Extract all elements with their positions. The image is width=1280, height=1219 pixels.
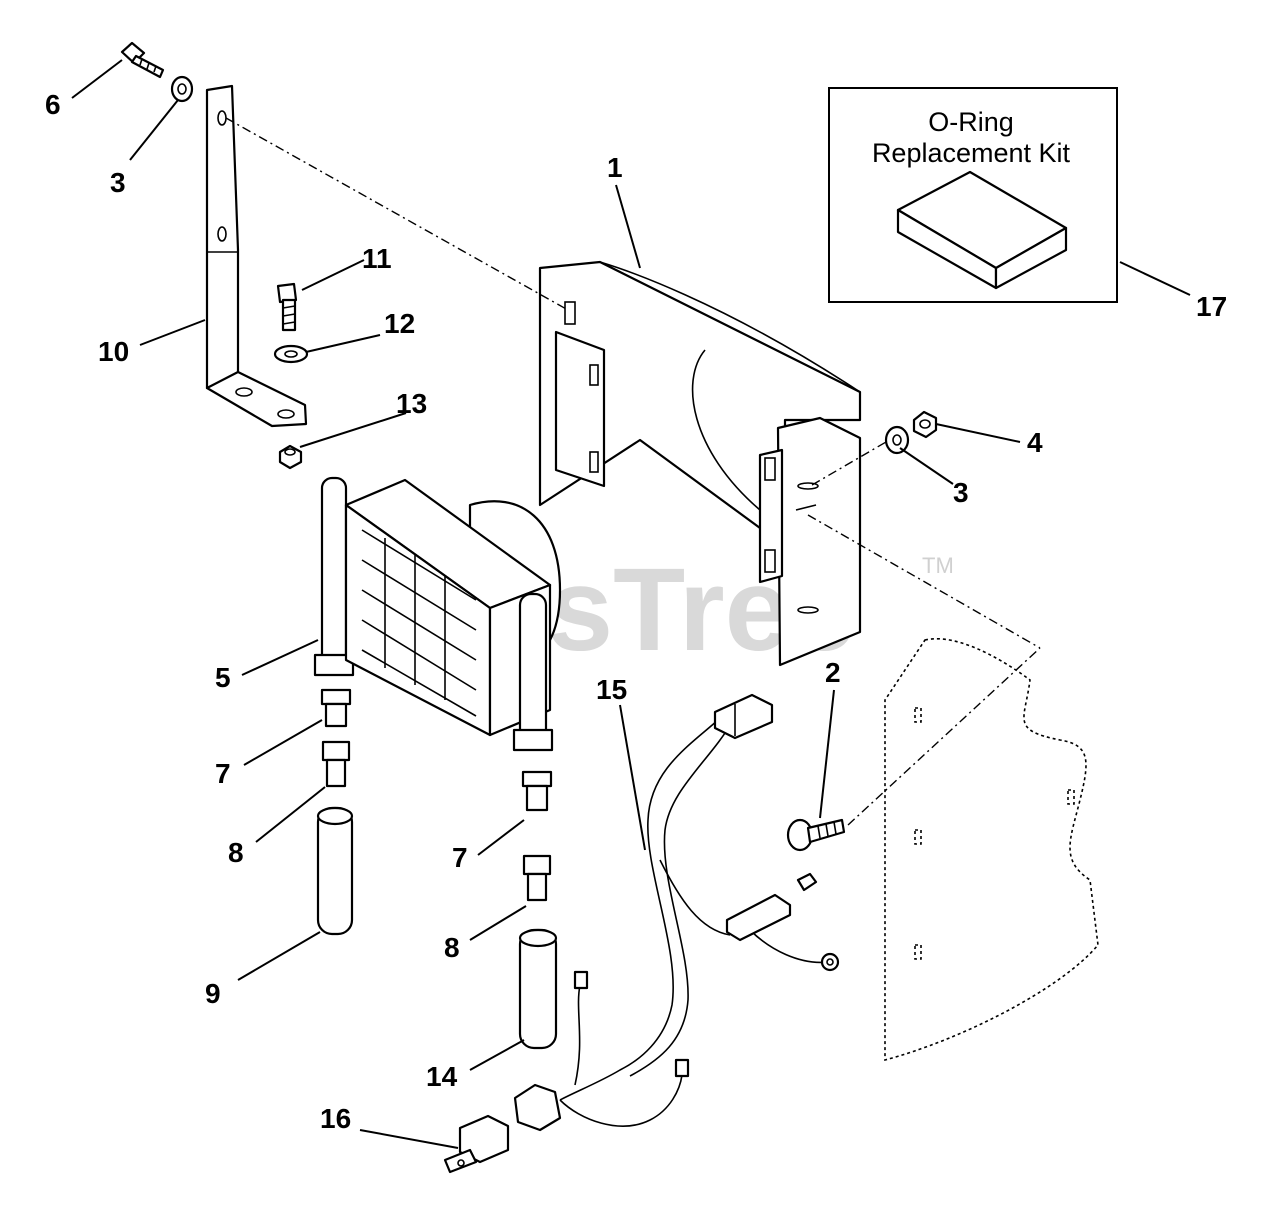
heater-shroud[interactable] [538, 260, 862, 667]
callout-14: 14 [426, 1061, 458, 1092]
hose-9[interactable] [316, 806, 354, 936]
fitting-7-left[interactable] [320, 688, 352, 728]
callout-5: 5 [215, 662, 231, 693]
kit-package-icon [896, 170, 1068, 290]
callout-1: 1 [607, 152, 623, 183]
carriage-bolt-2[interactable] [786, 818, 846, 852]
washer-3-top[interactable] [170, 75, 194, 103]
washer-12[interactable] [273, 344, 309, 364]
callout-8-right: 8 [444, 932, 460, 963]
fitting-8-right[interactable] [522, 854, 552, 902]
fitting-7-right[interactable] [521, 770, 553, 812]
heater-core-fins [361, 529, 477, 717]
callout-3-right: 3 [953, 477, 969, 508]
callout-12: 12 [384, 308, 415, 339]
leader-lines [71, 59, 1191, 1149]
callout-9: 9 [205, 978, 221, 1009]
o-ring-kit-box[interactable]: O-Ring Replacement Kit [828, 87, 1118, 303]
callout-7-right: 7 [452, 842, 468, 873]
nut-4[interactable] [912, 410, 938, 439]
callout-16: 16 [320, 1103, 351, 1134]
nut-13[interactable] [278, 444, 303, 470]
mounting-bracket[interactable] [205, 84, 308, 428]
bolt-11[interactable] [276, 282, 298, 332]
callout-10: 10 [98, 336, 129, 367]
callout-4: 4 [1027, 427, 1043, 458]
callout-3-top: 3 [110, 167, 126, 198]
hose-14[interactable] [518, 928, 558, 1050]
callout-8-left: 8 [228, 837, 244, 868]
fitting-8-left[interactable] [321, 740, 351, 788]
kit-title-line1: O-Ring [928, 107, 1014, 137]
callout-11: 11 [362, 243, 392, 274]
watermark-tm: TM [922, 553, 954, 578]
bolt-6[interactable] [120, 41, 165, 79]
callout-15: 15 [596, 674, 627, 705]
relay-16[interactable] [443, 1114, 510, 1174]
callout-2: 2 [825, 657, 841, 688]
callout-13: 13 [396, 388, 427, 419]
heater-core[interactable] [313, 476, 562, 752]
alignment-lines [225, 117, 1041, 826]
kit-title-line2: Replacement Kit [872, 138, 1071, 168]
callout-17: 17 [1196, 291, 1227, 322]
callout-7-left: 7 [215, 758, 231, 789]
washer-3-right[interactable] [884, 425, 910, 455]
callouts: 1 2 3 3 4 5 6 7 7 8 8 9 10 11 12 13 14 1… [45, 89, 1227, 1134]
wire-harness[interactable] [513, 693, 840, 1132]
callout-6: 6 [45, 89, 61, 120]
mounting-plate-outline [884, 637, 1099, 1062]
